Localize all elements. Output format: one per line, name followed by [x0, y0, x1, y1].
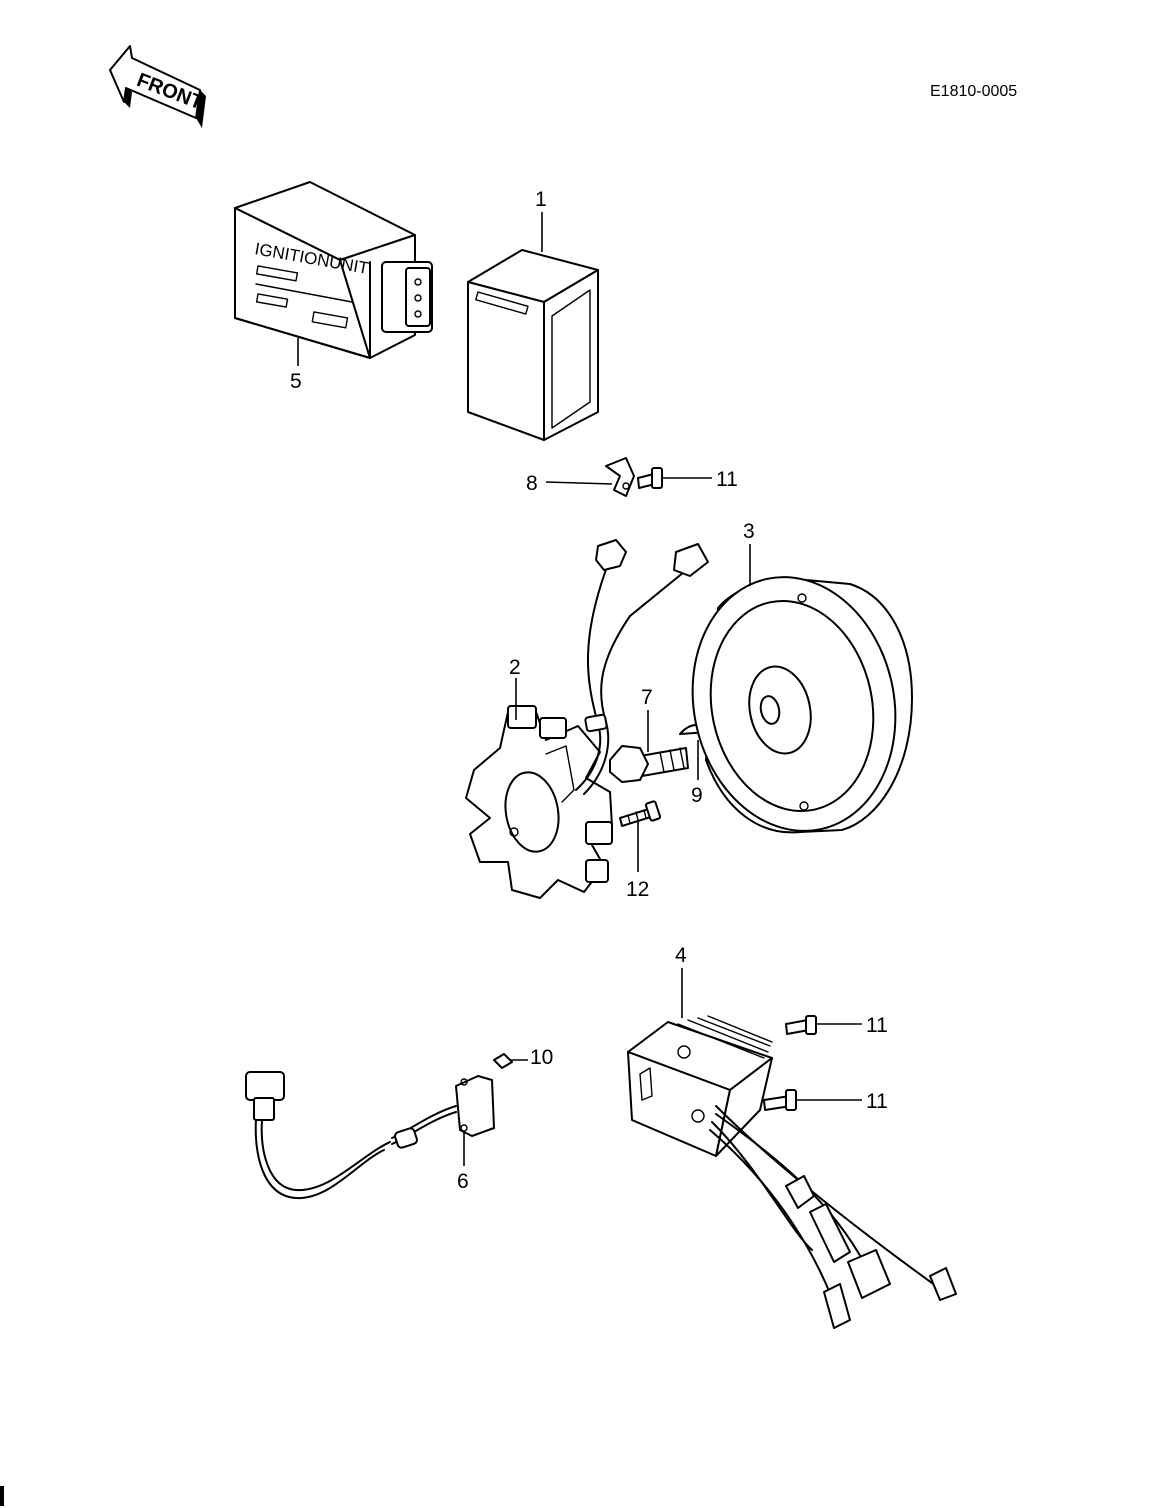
callout-2: 2: [509, 656, 521, 679]
callout-11a: 11: [716, 468, 738, 491]
bolt-icon: [763, 1089, 797, 1111]
callout-5: 5: [290, 370, 302, 393]
callout-9: 9: [691, 784, 703, 807]
clamp-icon: [605, 457, 635, 497]
ignition-coil-box-icon: [467, 249, 599, 441]
callout-11b: 11: [866, 1014, 888, 1037]
callout-3: 3: [743, 520, 755, 543]
stator-screw-icon: [619, 800, 662, 827]
page-edge-mark: [0, 1486, 4, 1506]
rotor-flywheel-icon: [691, 576, 913, 834]
bolt-icon: [785, 1015, 817, 1035]
callout-7: 7: [641, 686, 653, 709]
regulator-rectifier-icon: [627, 1015, 957, 1329]
callout-10: 10: [530, 1046, 553, 1069]
callout-8: 8: [526, 472, 538, 495]
callout-4: 4: [675, 944, 687, 967]
front-arrow-icon: FRONT: [109, 45, 206, 128]
callout-12: 12: [626, 878, 649, 901]
small-screw-icon: [493, 1053, 513, 1069]
bolt-icon: [637, 467, 663, 489]
callout-6: 6: [457, 1170, 469, 1193]
callout-11c: 11: [866, 1090, 888, 1113]
diagram-code: E1810-0005: [930, 83, 1017, 100]
rotor-bolt-icon: [609, 745, 689, 783]
ignition-unit-icon: IGNITIONUNIT: [234, 181, 433, 359]
callout-1: 1: [535, 188, 547, 211]
pickup-sensor-icon: [245, 1071, 495, 1200]
stator-icon: [465, 539, 709, 899]
leader-line-8: [545, 481, 613, 485]
